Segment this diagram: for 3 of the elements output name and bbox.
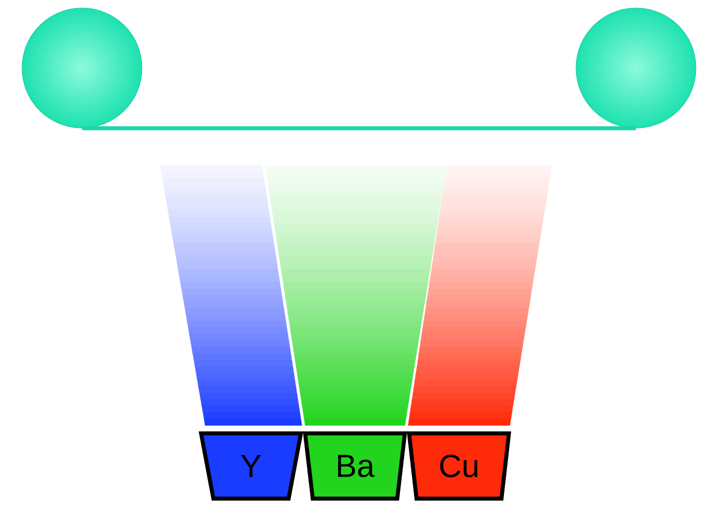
roller xyxy=(22,8,142,128)
substrate-line xyxy=(82,126,636,130)
roller xyxy=(576,8,696,128)
